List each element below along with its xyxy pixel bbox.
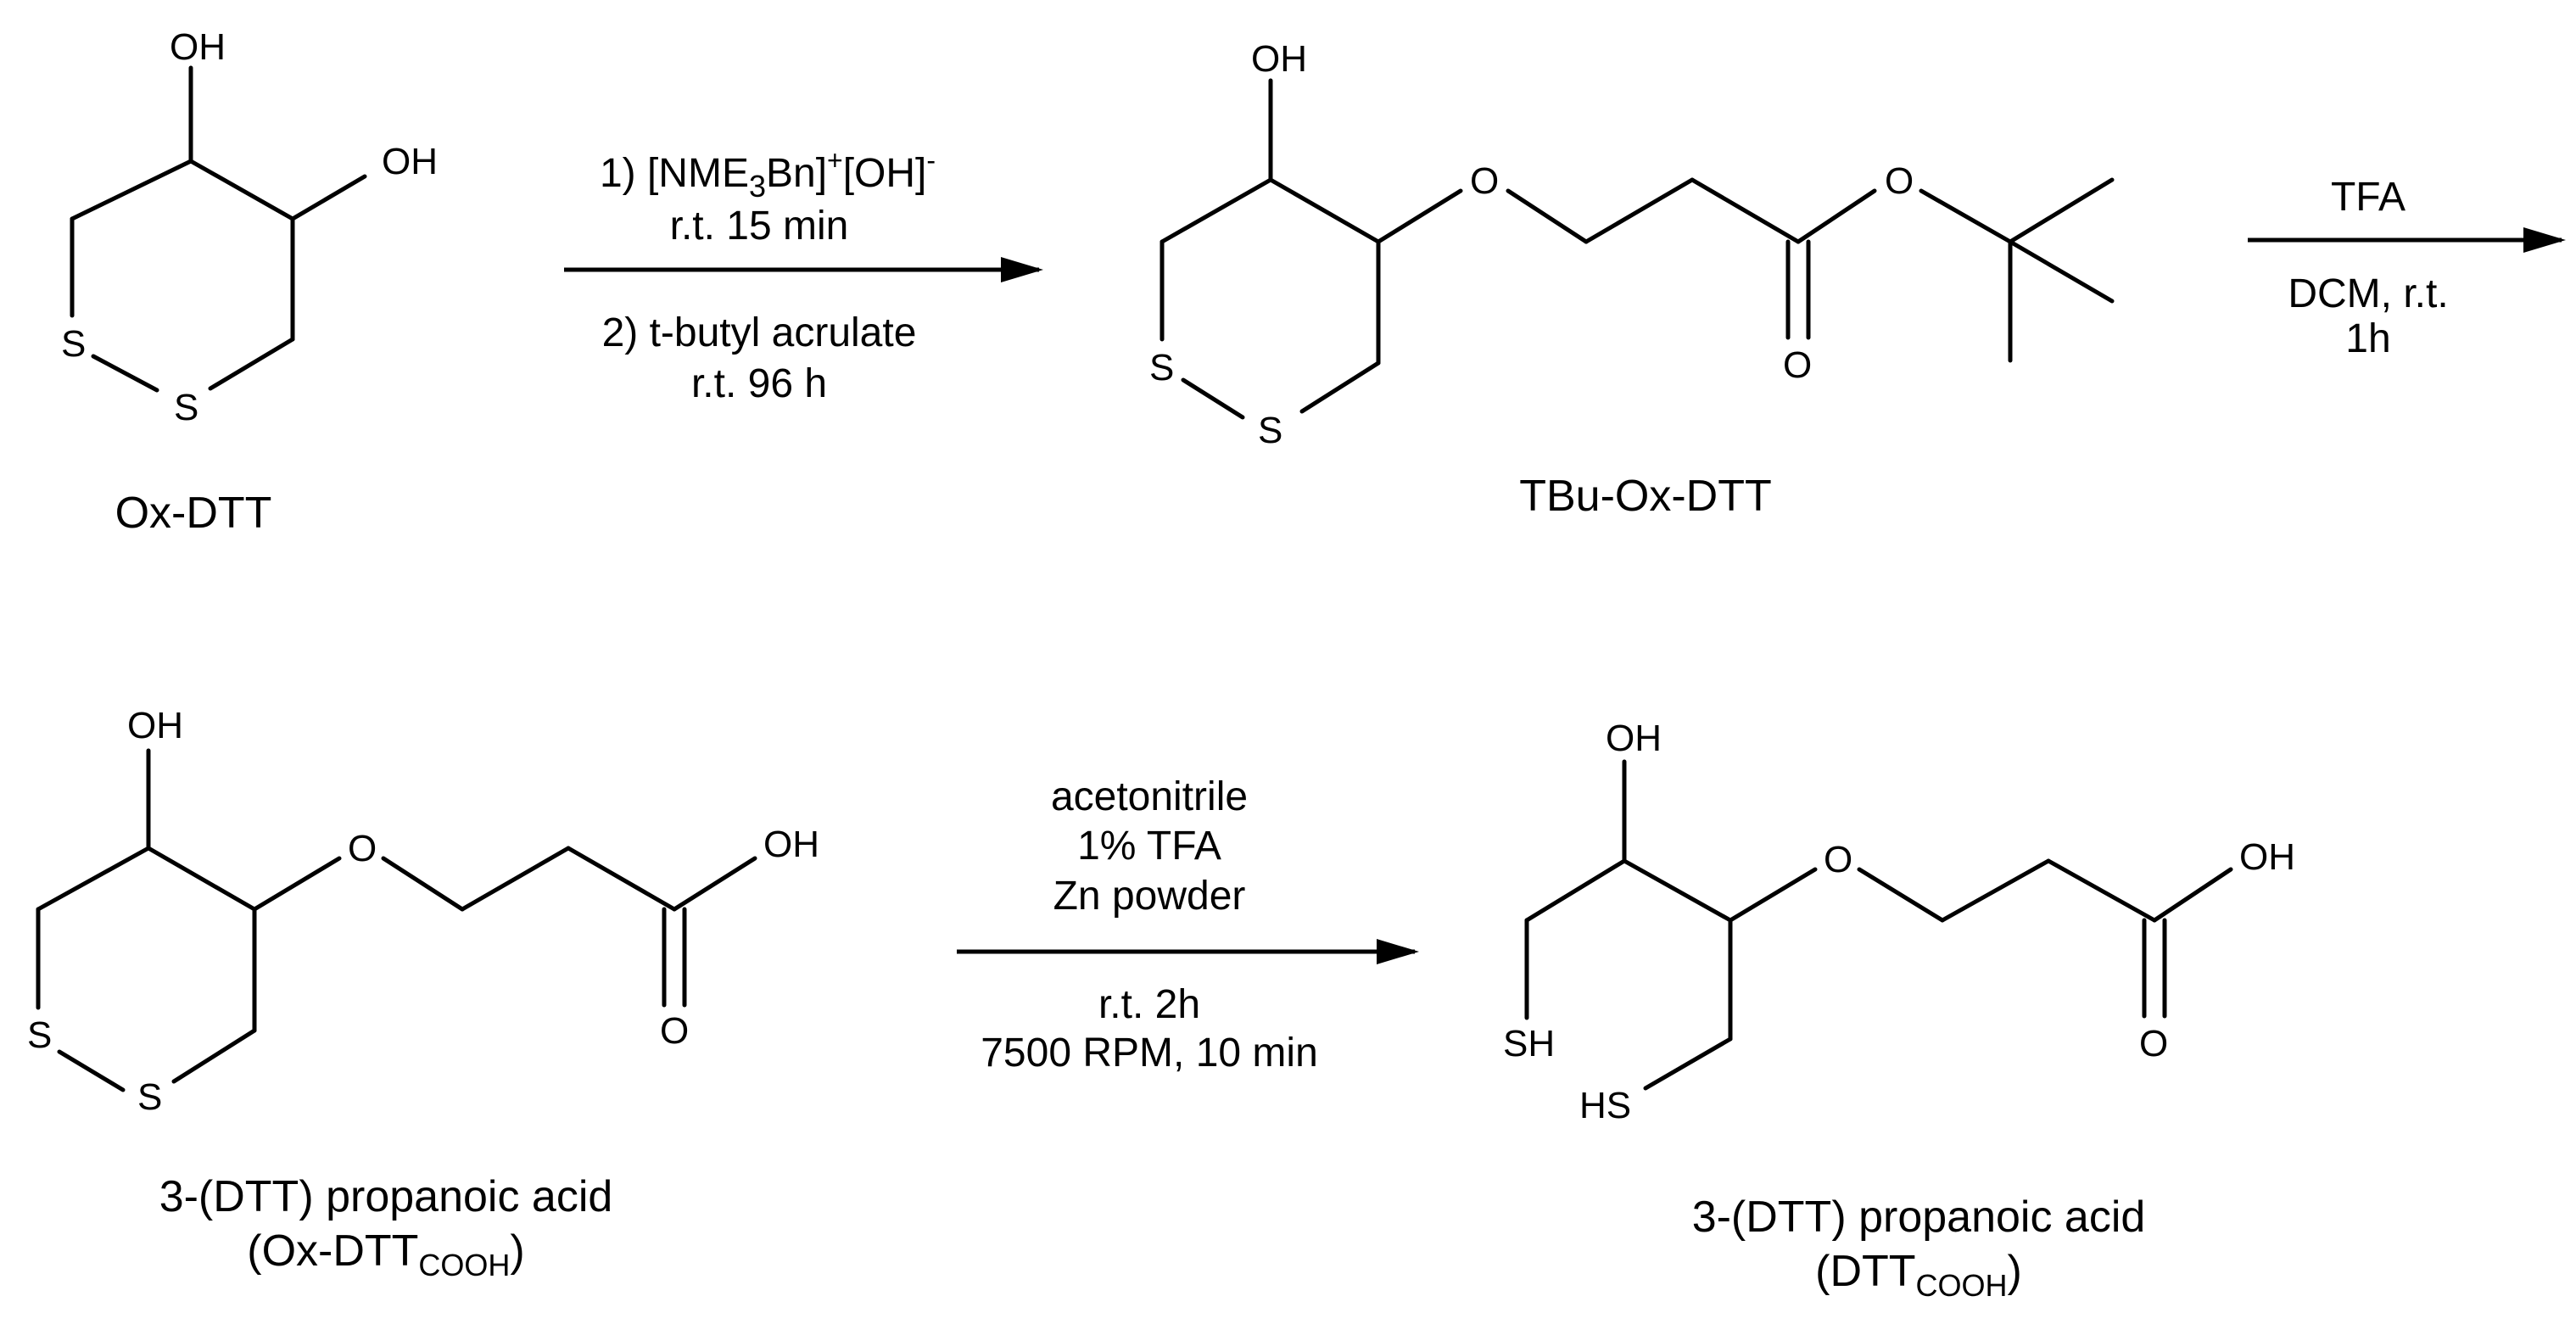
atom-s: S bbox=[137, 1076, 162, 1118]
molecule-ox-dtt: OH OH S S bbox=[61, 26, 438, 428]
compound-label-ox-dtt: Ox-DTT bbox=[115, 489, 272, 538]
compound-label-tbu-ox-dtt: TBu-Ox-DTT bbox=[1519, 472, 1772, 521]
step2-condition-below2: 1h bbox=[2345, 316, 2390, 361]
atom-s: S bbox=[1149, 347, 1174, 388]
step3-condition-above3: Zn powder bbox=[1053, 874, 1246, 919]
atom-oh: OH bbox=[382, 141, 438, 182]
atom-o: O bbox=[348, 828, 377, 869]
molecule-dtt-cooh: OH O OH O SH HS bbox=[1503, 718, 2295, 1126]
atom-oh: OH bbox=[1251, 38, 1307, 80]
step3-condition-below2: 7500 RPM, 10 min bbox=[981, 1031, 1318, 1075]
atom-sh: SH bbox=[1503, 1023, 1555, 1064]
atom-oh: OH bbox=[1606, 718, 1662, 759]
atom-o: O bbox=[1824, 839, 1852, 880]
step3-condition-below1: r.t. 2h bbox=[1098, 982, 1200, 1027]
atom-oh: OH bbox=[170, 26, 226, 68]
atom-o: O bbox=[1885, 160, 1914, 202]
step1-condition-line2: r.t. 15 min bbox=[670, 204, 849, 249]
step1-condition-line1: 1) [NME3Bn]+[OH]- bbox=[600, 145, 936, 204]
compound-label-dtt-cooh-line2: (DTTCOOH) bbox=[1815, 1247, 2022, 1303]
step1-condition-line4: r.t. 96 h bbox=[691, 361, 827, 406]
compound-label-ox-dtt-cooh-line2: (Ox-DTTCOOH) bbox=[247, 1226, 525, 1282]
atom-hs: HS bbox=[1579, 1085, 1631, 1126]
atom-o: O bbox=[1470, 160, 1499, 202]
atom-o: O bbox=[660, 1010, 689, 1052]
step3-condition-above1: acetonitrile bbox=[1051, 774, 1248, 819]
atom-s: S bbox=[61, 323, 86, 365]
atom-s: S bbox=[1258, 410, 1282, 451]
step2-condition-above: TFA bbox=[2331, 175, 2406, 220]
atom-oh: OH bbox=[127, 705, 183, 746]
molecule-ox-dtt-cooh: OH O OH O S S bbox=[27, 705, 819, 1118]
step3-condition-above2: 1% TFA bbox=[1077, 824, 1221, 869]
step1-condition-line3: 2) t-butyl acrulate bbox=[602, 310, 917, 355]
atom-oh: OH bbox=[2239, 836, 2295, 878]
compound-label-dtt-cooh-line1: 3-(DTT) propanoic acid bbox=[1692, 1193, 2146, 1242]
atom-oh: OH bbox=[763, 824, 819, 865]
molecule-tbu-ox-dtt: OH O O O S S bbox=[1149, 38, 2115, 451]
atom-s: S bbox=[27, 1014, 52, 1056]
atom-o: O bbox=[1783, 344, 1812, 386]
atom-o: O bbox=[2139, 1023, 2168, 1064]
compound-label-ox-dtt-cooh-line1: 3-(DTT) propanoic acid bbox=[159, 1172, 613, 1221]
atom-s: S bbox=[174, 387, 198, 428]
step2-condition-below1: DCM, r.t. bbox=[2288, 271, 2448, 316]
